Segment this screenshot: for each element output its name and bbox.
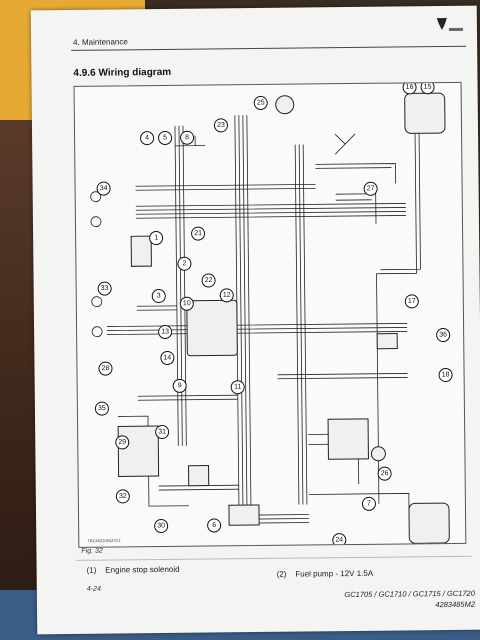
- figure-label: Fig. 32: [81, 547, 103, 555]
- callout-11: 11: [230, 380, 245, 395]
- callout-36-label: 36: [439, 332, 447, 339]
- callout-15-label: 15: [424, 84, 432, 91]
- callout-25-label: 25: [257, 99, 265, 106]
- callout-1-label: 1: [154, 235, 158, 242]
- callout-15: 15: [420, 82, 435, 95]
- callout-24-label: 24: [335, 537, 343, 544]
- callout-7: 7: [361, 496, 376, 511]
- callout-11-label: 11: [234, 384, 241, 391]
- callout-5: 5: [158, 130, 173, 145]
- callout-9-label: 9: [178, 382, 182, 389]
- caption-1-number: (1): [86, 565, 97, 575]
- callout-34: 34: [96, 181, 111, 196]
- callout-22: 22: [201, 273, 216, 288]
- callout-10-label: 10: [183, 300, 191, 307]
- callout-29: 29: [115, 435, 130, 450]
- caption-2: (2) Fuel pump - 12V 1.5A: [277, 569, 374, 579]
- callout-29-label: 29: [118, 439, 126, 446]
- callout-16: 16: [402, 82, 417, 95]
- section-number: 4.9.6: [73, 67, 96, 79]
- callout-10: 10: [179, 296, 194, 311]
- callout-26: 26: [377, 466, 392, 481]
- callout-5-label: 5: [163, 134, 167, 141]
- callout-3-label: 3: [157, 293, 161, 300]
- page-number: 4-24: [86, 585, 101, 593]
- callout-35: 35: [94, 401, 109, 416]
- diagram-code: TRC402105527C1: [87, 538, 121, 543]
- callout-27-label: 27: [367, 185, 375, 192]
- callout-labels: 1234567891011121314151617181920212223242…: [87, 82, 453, 547]
- callout-24: 24: [332, 533, 347, 547]
- callout-28-label: 28: [102, 365, 110, 372]
- callout-36: 36: [436, 328, 451, 343]
- callout-33: 33: [97, 281, 112, 296]
- callout-14-label: 14: [163, 354, 171, 361]
- section-header: 4. Maintenance: [73, 37, 128, 47]
- callout-33-label: 33: [101, 285, 109, 292]
- callout-14: 14: [160, 350, 175, 365]
- callout-18: 18: [438, 368, 453, 383]
- callout-30-label: 30: [157, 522, 165, 529]
- callout-23: 23: [213, 118, 228, 133]
- callout-4-label: 4: [145, 135, 149, 142]
- callout-6: 6: [207, 518, 222, 533]
- callout-18-label: 18: [442, 371, 450, 378]
- wiring-diagram: 1234567891011121314151617181920212223242…: [73, 81, 467, 548]
- callout-13: 13: [158, 324, 173, 339]
- callout-28: 28: [98, 361, 113, 376]
- callout-26-label: 26: [381, 470, 389, 477]
- callout-32-label: 32: [119, 493, 127, 500]
- callout-21-label: 21: [194, 230, 202, 237]
- callout-17-label: 17: [408, 298, 416, 305]
- manual-page: 4. Maintenance 4.9.6 Wiring diagram: [30, 5, 480, 635]
- callout-13-label: 13: [161, 328, 169, 335]
- callout-30: 30: [154, 519, 169, 534]
- callout-21: 21: [191, 226, 206, 241]
- callout-31-label: 31: [158, 428, 166, 435]
- callout-25: 25: [253, 95, 268, 110]
- callout-4: 4: [140, 131, 155, 146]
- callout-2: 2: [177, 256, 192, 271]
- caption-1: (1) Engine stop solenoid: [87, 565, 180, 575]
- section-title-text: Wiring diagram: [98, 66, 172, 79]
- callout-35-label: 35: [98, 405, 106, 412]
- header-rule: [71, 45, 467, 51]
- callout-12: 12: [219, 288, 234, 303]
- caption-2-text: Fuel pump - 12V 1.5A: [295, 568, 374, 579]
- callout-19: 19: [424, 543, 439, 547]
- callout-22-label: 22: [205, 277, 213, 284]
- callout-23-label: 23: [217, 122, 225, 129]
- callout-3: 3: [151, 289, 166, 304]
- caption-rule: [76, 555, 472, 561]
- model-list: GC1705 / GC1710 / GC1715 / GC1720: [344, 588, 475, 600]
- callout-32: 32: [115, 489, 130, 504]
- caption-2-number: (2): [276, 569, 287, 579]
- callout-16-label: 16: [406, 84, 414, 91]
- callout-34-label: 34: [100, 185, 108, 192]
- callout-31: 31: [155, 424, 170, 439]
- caption-1-text: Engine stop solenoid: [105, 564, 180, 575]
- section-title: 4.9.6 Wiring diagram: [73, 67, 171, 79]
- brand-logo-icon: [436, 17, 463, 31]
- callout-2-label: 2: [182, 260, 186, 267]
- callout-8-label: 8: [185, 134, 189, 141]
- callout-27: 27: [363, 181, 378, 196]
- callout-1: 1: [149, 231, 164, 246]
- callout-17: 17: [404, 294, 419, 309]
- callout-20: 20: [406, 543, 421, 547]
- document-number: 4283485M2: [435, 599, 476, 610]
- callout-9: 9: [172, 378, 187, 393]
- callout-7-label: 7: [367, 500, 371, 507]
- callout-8: 8: [180, 130, 195, 145]
- callout-12-label: 12: [223, 292, 231, 299]
- callout-6-label: 6: [212, 522, 216, 529]
